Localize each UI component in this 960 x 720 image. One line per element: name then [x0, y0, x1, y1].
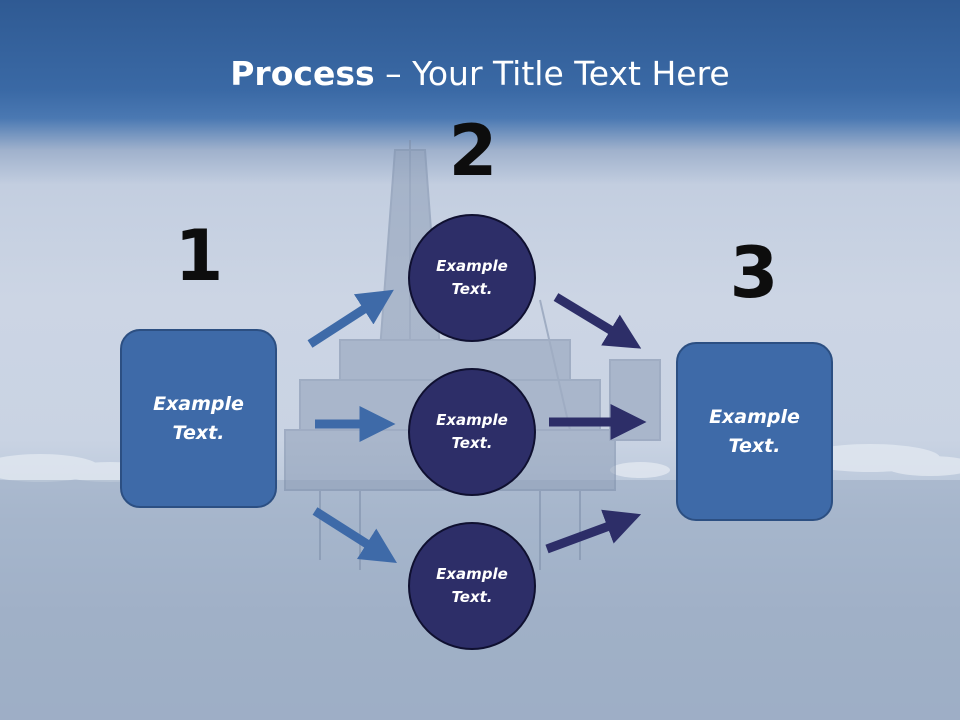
- circle-top-text: Example Text.: [436, 257, 508, 298]
- title-rest: – Your Title Text Here: [374, 54, 730, 93]
- circle-top: Example Text.: [408, 214, 536, 342]
- circle-bottom-text: Example Text.: [436, 565, 508, 606]
- left-box-text: Example Text.: [153, 392, 244, 444]
- right-box-text: Example Text.: [709, 405, 800, 457]
- circle-middle: Example Text.: [408, 368, 536, 496]
- circle-middle-text: Example Text.: [436, 411, 508, 452]
- slide-title: Process – Your Title Text Here: [0, 52, 960, 96]
- step-number-1: 1: [174, 215, 224, 297]
- circle-bottom: Example Text.: [408, 522, 536, 650]
- step-number-3: 3: [729, 232, 779, 314]
- left-process-box: Example Text.: [120, 329, 277, 508]
- step-number-2: 2: [448, 110, 498, 192]
- right-process-box: Example Text.: [676, 342, 833, 521]
- title-bold: Process: [230, 54, 375, 93]
